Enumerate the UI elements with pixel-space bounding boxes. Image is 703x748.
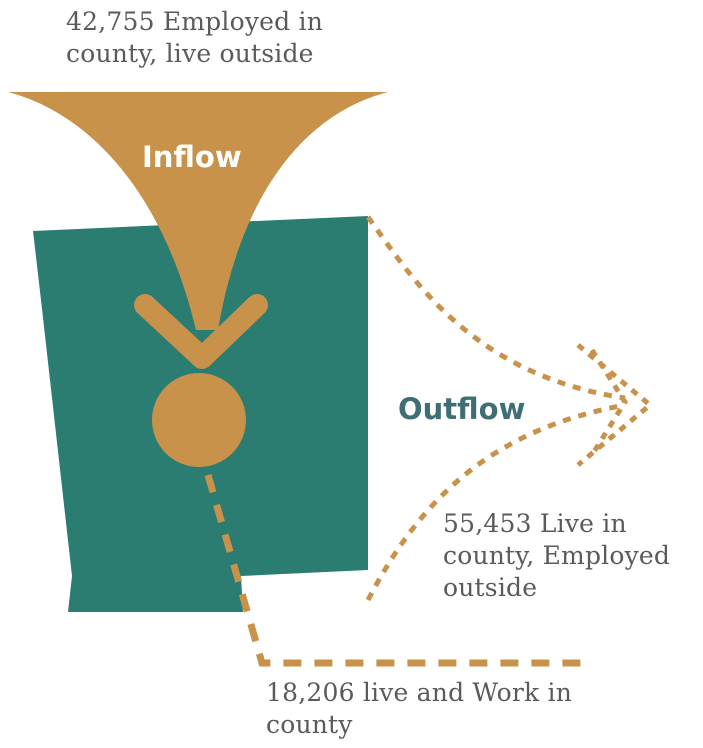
outflow-arrowhead-inner xyxy=(589,348,628,457)
internal-count-line-1: 18,206 live and Work in xyxy=(266,678,573,707)
inflow-funnel xyxy=(8,92,388,330)
internal-flow-path xyxy=(204,474,590,667)
inflow-arrowhead xyxy=(134,294,268,369)
inflow-count-label: 42,755 Employed in county, live outside xyxy=(66,6,323,70)
inflow-count-line-1: 42,755 Employed in xyxy=(66,7,323,36)
internal-count-line-2: county xyxy=(266,710,353,739)
outflow-count-line-3: outside xyxy=(443,573,538,602)
county-center-circle xyxy=(152,373,246,467)
outflow-title: Outflow xyxy=(398,392,526,426)
outflow-count-line-2: county, Employed xyxy=(443,541,671,570)
outflow-count-label: 55,453 Live in county, Employed outside xyxy=(443,508,670,604)
internal-count-label: 18,206 live and Work in county xyxy=(266,677,572,741)
inflow-title: Inflow xyxy=(142,140,242,174)
outflow-count-line-1: 55,453 Live in xyxy=(443,509,627,538)
outflow-lower-path xyxy=(365,402,626,602)
inflow-count-line-2: county, live outside xyxy=(66,39,314,68)
outflow-upper-path xyxy=(365,215,626,401)
